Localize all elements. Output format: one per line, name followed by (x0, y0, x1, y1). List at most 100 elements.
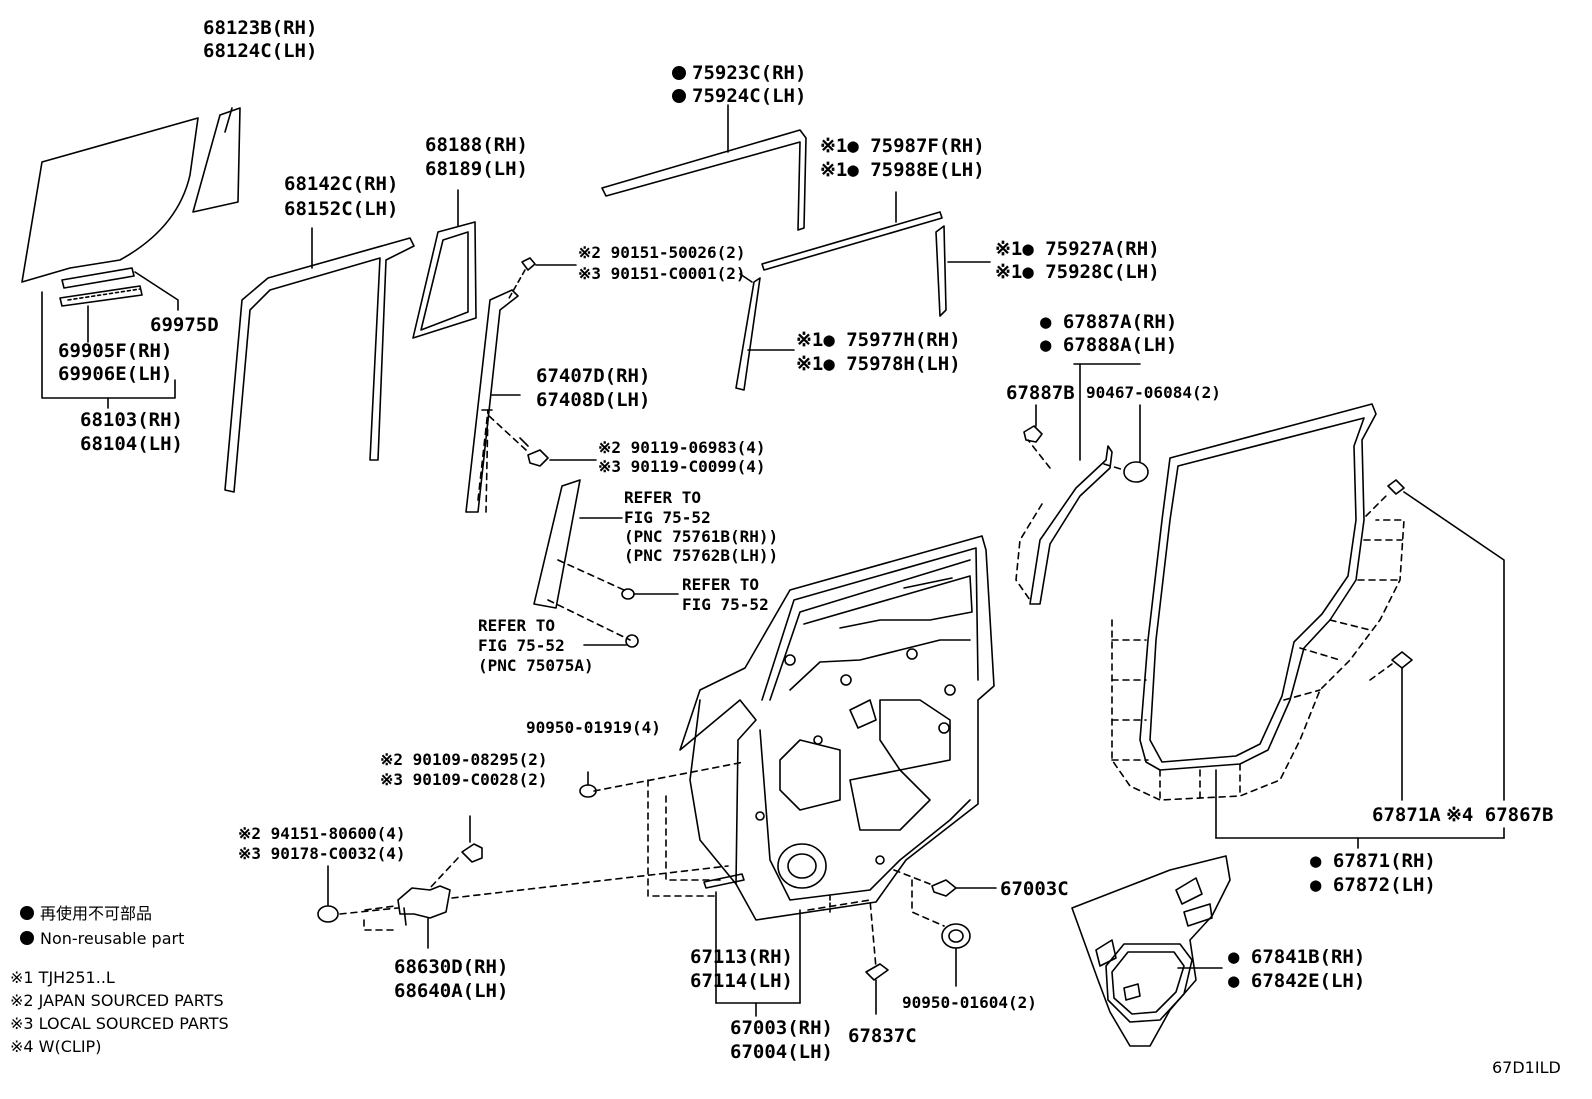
nonreusable-dot-icon (672, 66, 686, 80)
label-68630d: 68630D(RH) (394, 956, 509, 978)
label-67004: 67004(LH) (730, 1041, 833, 1063)
label-refer-3c: (PNC 75075A) (478, 656, 594, 675)
legend-note-4: ※4 W(CLIP) (10, 1037, 102, 1056)
label-67871: ● 67871(RH) (1310, 850, 1436, 872)
label-68189: 68189(LH) (425, 158, 528, 180)
nonreusable-dot-icon (20, 906, 34, 920)
label-67841b: ● 67841B(RH) (1228, 946, 1366, 968)
label-68123b: 68123B(RH) (203, 17, 318, 39)
bolt-90109 (461, 843, 483, 863)
label-75988e: ※1● 75988E(LH) (820, 159, 985, 181)
figure-code: 67D1ILD (1492, 1058, 1561, 1077)
label-67867b: ※4 67867B (1446, 804, 1554, 826)
legend-jp: 再使用不可部品 (20, 904, 152, 924)
legend-note-3: ※3 LOCAL SOURCED PARTS (10, 1014, 229, 1033)
label-75928c: ※1● 75928C(LH) (995, 261, 1160, 283)
glass-channel-upper (61, 267, 135, 289)
bolt-94151 (317, 905, 339, 923)
label-90178: ※3 90178-C0032(4) (238, 844, 406, 863)
label-75987f: ※1● 75987F(RH) (820, 135, 985, 157)
label-68640a: 68640A(LH) (394, 980, 509, 1002)
grommet-90950-01604 (941, 923, 971, 949)
label-67114: 67114(LH) (690, 970, 793, 992)
quarter-glass (192, 107, 241, 213)
run-channel (224, 237, 415, 493)
label-67408d: 67408D(LH) (536, 389, 651, 411)
nut-90950-01919 (579, 784, 597, 798)
bolt-90119 (527, 449, 549, 467)
label-68104: 68104(LH) (80, 433, 183, 455)
label-68188: 68188(RH) (425, 134, 528, 156)
label-75977h: ※1● 75977H(RH) (796, 329, 961, 351)
label-67842e: ● 67842E(LH) (1228, 970, 1366, 992)
label-67407d: 67407D(RH) (536, 365, 651, 387)
label-90119-c0099: ※3 90119-C0099(4) (598, 457, 766, 476)
pillar-garnish (533, 479, 581, 609)
label-90950-01604: 90950-01604(2) (902, 993, 1037, 1012)
label-69906e: 69906E(LH) (58, 363, 173, 385)
label-90467: 90467-06084(2) (1086, 383, 1221, 402)
label-refer-3a: REFER TO (478, 616, 556, 635)
label-67113: 67113(RH) (690, 946, 793, 968)
label-90119-06983: ※2 90119-06983(4) (598, 438, 766, 457)
label-69975d: 69975D (150, 314, 219, 336)
clip-67003c (931, 879, 957, 897)
door-panel (679, 535, 995, 921)
legend-en: Non-reusable part (20, 929, 184, 949)
label-90151-c0001: ※3 90151-C0001(2) (578, 264, 746, 283)
nonreusable-dot-icon (672, 89, 686, 103)
label-refer-1d: (PNC 75762B(LH)) (624, 546, 779, 565)
label-90151-50026: ※2 90151-50026(2) (578, 243, 746, 262)
glass-channel-lower (59, 285, 143, 307)
label-67888a: ● 67888A(LH) (1040, 334, 1178, 356)
label-67887b: 67887B (1006, 382, 1075, 404)
clip-90467 (1123, 461, 1149, 483)
nonreusable-dot-icon (20, 931, 34, 945)
belt-weatherstrip (703, 873, 745, 889)
label-90109-c0028: ※3 90109-C0028(2) (380, 770, 548, 789)
door-glass (21, 117, 199, 283)
service-hole-cover (1071, 855, 1231, 1047)
belt-moulding-upper (601, 129, 807, 231)
label-67871a: 67871A (1372, 804, 1441, 826)
label-refer-1c: (PNC 75761B(RH)) (624, 527, 779, 546)
legend-note-2: ※2 JAPAN SOURCED PARTS (10, 991, 224, 1010)
label-67837c: 67837C (848, 1025, 917, 1047)
label-67003: 67003(RH) (730, 1017, 833, 1039)
label-94151: ※2 94151-80600(4) (238, 824, 406, 843)
label-67887a: ● 67887A(RH) (1040, 311, 1178, 333)
legend-note-1: ※1 TJH251..L (10, 968, 115, 987)
division-bar (465, 289, 519, 513)
rear-moulding (735, 277, 761, 391)
label-75978h: ※1● 75978H(LH) (796, 353, 961, 375)
label-75924c: 75924C(LH) (672, 85, 806, 108)
label-75923c: 75923C(RH) (672, 62, 806, 85)
belt-moulding-lower (761, 211, 943, 271)
label-75927a: ※1● 75927A(RH) (995, 238, 1160, 260)
label-refer-2b: FIG 75-52 (682, 595, 769, 614)
clip-67871a (1391, 651, 1413, 669)
door-hinge (397, 885, 451, 919)
quarter-frame (412, 221, 477, 339)
label-67003c: 67003C (1000, 878, 1069, 900)
outer-pillar-moulding (935, 225, 947, 317)
door-weatherstrip-front (1029, 445, 1113, 605)
door-opening-weatherstrip (1139, 403, 1377, 771)
label-68152c: 68152C(LH) (284, 198, 399, 220)
label-90109-08295: ※2 90109-08295(2) (380, 750, 548, 769)
label-refer-3b: FIG 75-52 (478, 636, 565, 655)
label-90950-01919: 90950-01919(4) (526, 718, 661, 737)
label-68142c: 68142C(RH) (284, 173, 399, 195)
clip-67887b (1023, 425, 1043, 443)
label-refer-1a: REFER TO (624, 488, 702, 507)
label-68124c: 68124C(LH) (203, 40, 318, 62)
clip-67867b (1387, 479, 1405, 495)
label-68103: 68103(RH) (80, 409, 183, 431)
label-69905f: 69905F(RH) (58, 340, 173, 362)
label-67872: ● 67872(LH) (1310, 874, 1436, 896)
label-refer-1b: FIG 75-52 (624, 508, 711, 527)
clip-67837c (865, 963, 889, 981)
label-refer-2a: REFER TO (682, 575, 760, 594)
